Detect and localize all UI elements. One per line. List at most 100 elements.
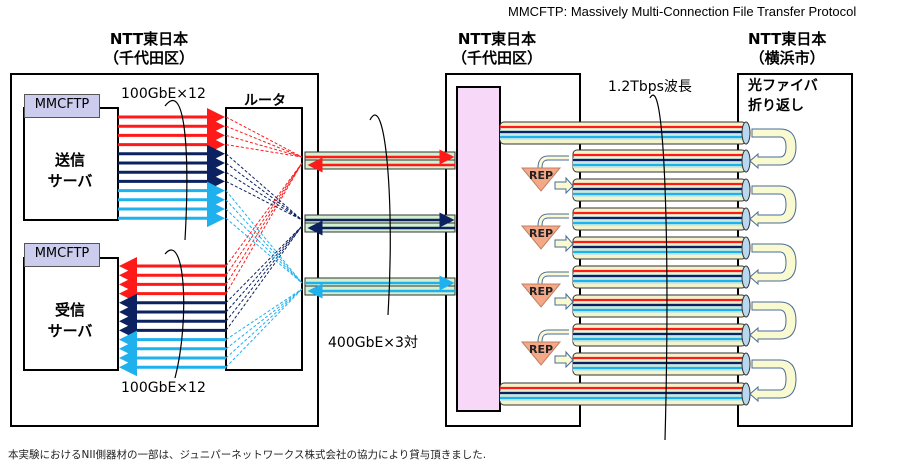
recv-links [119,257,226,377]
uturn-arrow [749,185,797,228]
send-server-box [23,107,119,221]
loopback-label: 光ファイバ 折り返し [748,76,818,116]
loopback-uturns [749,128,797,403]
transport-unit [456,86,501,412]
wavelength-bundle-ellipse [649,94,668,441]
wavelength-label: 1.2Tbps波長 [608,79,692,95]
fiber-end [741,294,751,318]
rep-label: REP [528,285,554,298]
fiber-core [573,332,746,342]
left-site-label: NTT東日本 （千代田区） [104,30,194,68]
fiber-core [573,303,746,313]
router-fan-send [225,153,303,221]
left-site-area: （千代田区） [104,49,195,67]
rep-input-path-fill [538,272,569,285]
router-fan-recv [225,162,303,267]
middle-site-label: NTT東日本 （千代田区） [452,30,542,68]
send-mmcftp-tag: MMCFTP [24,94,100,118]
fiber-end [741,207,751,231]
middle-site-name: NTT東日本 [457,30,537,48]
fiber-core [573,274,746,284]
fiber-core [500,130,746,140]
uturn-arrow [749,359,797,403]
router-fan-recv [225,162,303,294]
send-links [118,108,225,228]
rep-input-path-fill [538,214,569,227]
fiber-end [741,352,751,376]
fiber-spans [499,121,751,406]
rep-triangle [520,341,562,366]
trunk-400gbe [304,149,456,299]
router-fanout [225,116,303,368]
router-fan-recv [225,288,303,359]
recv-server-line1: 受信 [54,301,85,319]
router-fan-recv [225,225,303,304]
bundle-ellipse-top [164,99,188,241]
rep-triangle [520,283,562,308]
rep-label: REP [528,169,554,182]
router-fan-send [225,162,303,221]
rep-output-arrow [554,350,574,369]
uturn-arrow [749,243,797,286]
repeaters [520,155,574,369]
rep-output-arrow [554,292,574,311]
right-site-label: NTT東日本 （横浜市） [748,30,826,68]
recv-server-label: 受信 サーバ [40,300,100,342]
recv-server-line2: サーバ [47,322,93,340]
rep-triangle [520,225,562,250]
send-server-line1: 送信 [54,151,85,169]
fiber-core [573,361,746,371]
fiber-end [741,121,751,145]
fiber-core [573,158,746,168]
router-fan-send [225,116,303,158]
router-fan-recv [225,162,303,285]
fiber-end [741,382,751,406]
footnote: 本実験におけるNII側器材の一部は、ジュニパーネットワークス株式会社の協力により… [8,449,487,461]
router-fan-send [225,208,303,284]
router-fan-send [225,217,303,284]
router-label: ルータ [244,93,286,109]
fiber-core [500,391,746,401]
router-fan-send [225,144,303,158]
fiber-end [741,149,751,173]
rep-output-arrow [554,234,574,253]
fiber-end [741,265,751,289]
fiber-core [573,245,746,255]
uturn-arrow [749,301,797,344]
rep-output-arrow [554,176,574,195]
fiber-end [741,236,751,260]
trunk-label: 400GbE×3対 [328,335,418,351]
router-fan-recv [225,288,303,341]
link-top-label: 100GbE×12 [121,86,206,102]
router-fan-recv [225,288,303,350]
middle-site-area: （千代田区） [452,49,543,67]
recv-mmcftp-tag: MMCFTP [24,243,100,267]
link-bottom-label: 100GbE×12 [121,380,206,396]
loopback-line2: 折り返し [748,98,804,114]
diagram-title: MMCFTP: Massively Multi-Connection File … [508,4,857,19]
rep-input-path-fill [538,330,569,343]
rep-triangle [520,167,562,192]
router-fan-recv [225,225,303,331]
router-fan-recv [225,162,303,276]
send-server-line2: サーバ [47,172,93,190]
right-site-name: NTT東日本 [748,30,827,48]
router-fan-recv [225,225,303,322]
router-fan-recv [225,288,303,368]
fiber-core [573,187,746,197]
router-box [225,107,303,371]
router-fan-send [225,199,303,284]
fiber-core [573,216,746,226]
trunk-bundle-ellipse [369,114,391,316]
rep-label: REP [528,227,554,240]
rep-input-path-fill [538,156,569,169]
right-site-area: （横浜市） [749,49,825,67]
rep-label: REP [528,343,554,356]
left-site-name: NTT東日本 [109,30,189,48]
bundle-ellipse-bottom [164,249,185,379]
router-fan-send [225,134,303,158]
send-server-label: 送信 サーバ [40,150,100,192]
router-fan-send [225,125,303,158]
router-fan-recv [225,225,303,313]
